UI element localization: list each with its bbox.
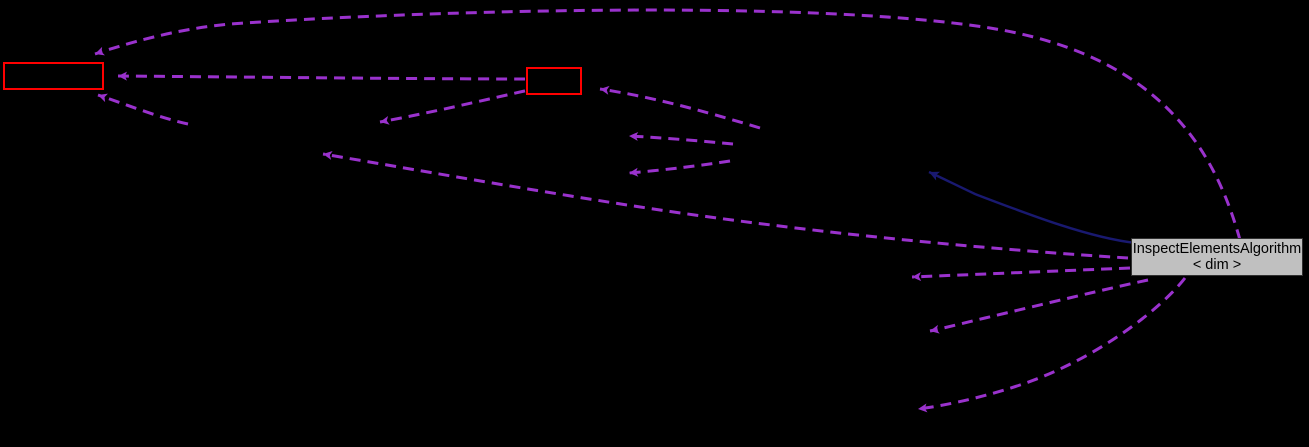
edge-horizontal-middle-to-left <box>117 71 526 81</box>
edge-middle-box-right <box>599 85 761 130</box>
node-inspect-elements-algorithm-label-line1: InspectElementsAlgorithm <box>1132 240 1302 257</box>
edge-top-long-to-left <box>94 8 1242 241</box>
node-middle-empty[interactable] <box>526 67 582 95</box>
dashed-edge-group <box>94 8 1242 413</box>
edge-to-617-135 <box>628 131 734 146</box>
edge-to-918-333 <box>929 278 1149 334</box>
edge-to-617-173 <box>628 159 731 177</box>
edge-inheritance-solid <box>928 170 1137 245</box>
edge-left-box-bottom-stub <box>97 93 189 126</box>
node-inspect-elements-algorithm-label-line2: < dim > <box>1192 257 1242 273</box>
node-left-empty[interactable] <box>3 62 104 90</box>
edge-to-900-278 <box>911 266 1131 282</box>
edge-to-310-152 <box>322 151 1129 260</box>
edge-to-905-408 <box>917 277 1187 413</box>
node-inspect-elements-algorithm[interactable]: InspectElementsAlgorithm < dim > <box>1131 238 1303 276</box>
